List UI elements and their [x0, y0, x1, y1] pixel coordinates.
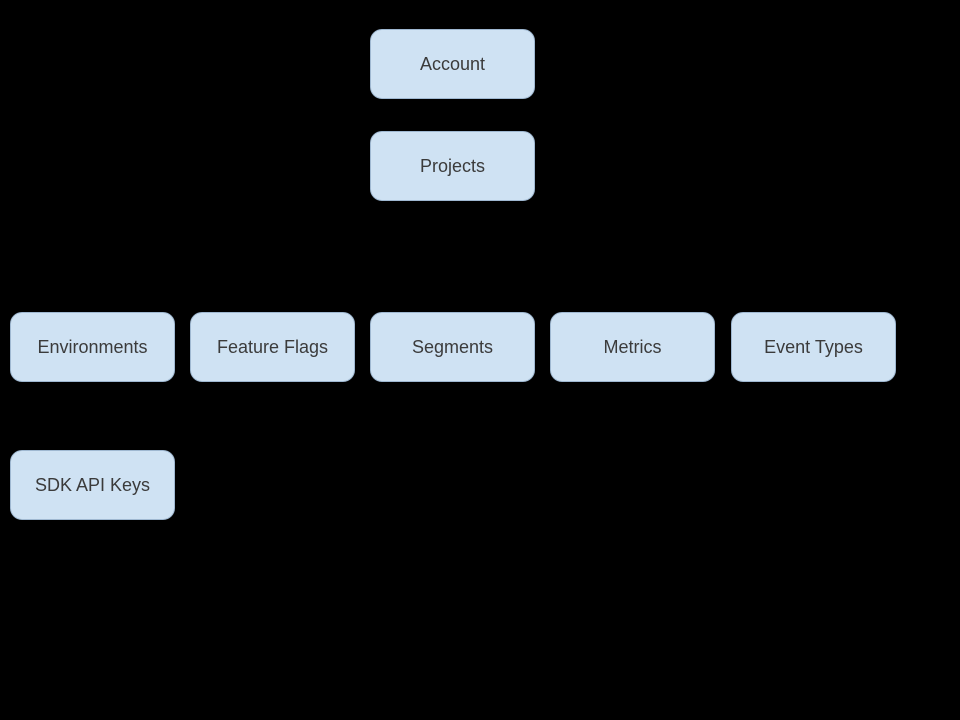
node-metrics-label: Metrics [603, 337, 662, 357]
node-projects: Projects [370, 131, 535, 201]
node-segments: Segments [370, 312, 535, 382]
node-account: Account [370, 29, 535, 99]
node-segments-label: Segments [411, 337, 494, 357]
node-feature-flags: Feature Flags [190, 312, 355, 382]
node-environments-label: Environments [37, 337, 148, 357]
node-sdk-api-keys-label: SDK API Keys [34, 475, 151, 495]
node-environments: Environments [10, 312, 175, 382]
node-sdk-api-keys: SDK API Keys [10, 450, 175, 520]
node-metrics: Metrics [550, 312, 715, 382]
node-account-label: Account [419, 54, 486, 74]
node-feature-flags-label: Feature Flags [216, 337, 329, 357]
node-event-types-label: Event Types [764, 337, 863, 357]
node-event-types: Event Types [731, 312, 896, 382]
node-projects-label: Projects [419, 156, 486, 176]
